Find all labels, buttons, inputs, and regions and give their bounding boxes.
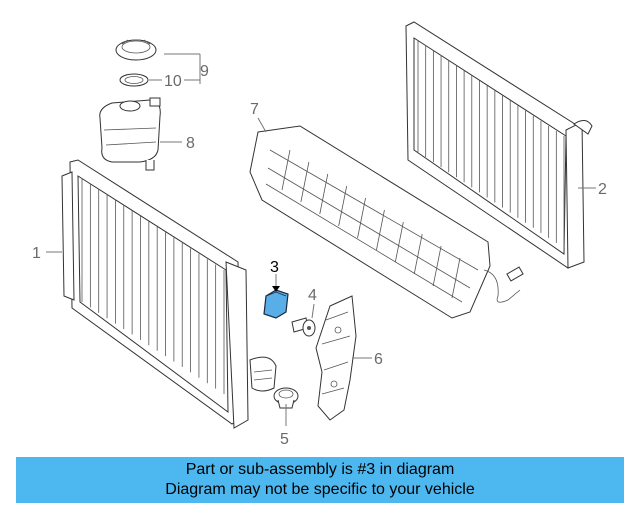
fin-line — [432, 245, 442, 287]
fin-line — [319, 173, 329, 215]
fin-line — [376, 209, 385, 251]
callout-2: 2 — [598, 181, 607, 198]
callout-7: 7 — [250, 101, 259, 118]
fin-line — [451, 257, 461, 299]
callout-1: 1 — [32, 245, 41, 262]
callout-9: 9 — [200, 63, 209, 80]
cap-seal — [119, 73, 149, 87]
bolt — [291, 317, 316, 337]
banner-line-2: Diagram may not be specific to your vehi… — [165, 481, 475, 498]
grommet — [273, 387, 299, 409]
expansion-tank — [99, 97, 161, 171]
callout-10: 10 — [164, 73, 182, 90]
fin-line — [338, 185, 348, 227]
right-radiator — [405, 21, 593, 269]
fin-line — [413, 233, 423, 275]
banner-line-1: Part or sub-assembly is #3 in diagram — [185, 461, 455, 478]
fin-line — [357, 197, 366, 239]
air-guide — [315, 295, 357, 421]
callout-4: 4 — [308, 287, 317, 304]
left-radiator — [61, 159, 277, 429]
callout-6: 6 — [374, 351, 383, 368]
fin-line — [300, 161, 310, 203]
air-shutter — [249, 125, 524, 319]
part-3-highlight — [263, 289, 289, 319]
callout-5: 5 — [280, 431, 289, 448]
leader-lines — [46, 53, 596, 426]
fin-line — [281, 149, 291, 191]
reservoir-cap — [115, 39, 157, 61]
info-banner: Part or sub-assembly is #3 in diagram Di… — [16, 457, 624, 503]
callout-3: 3 — [270, 259, 279, 276]
callout-8: 8 — [186, 135, 195, 152]
fin-line — [394, 221, 404, 263]
